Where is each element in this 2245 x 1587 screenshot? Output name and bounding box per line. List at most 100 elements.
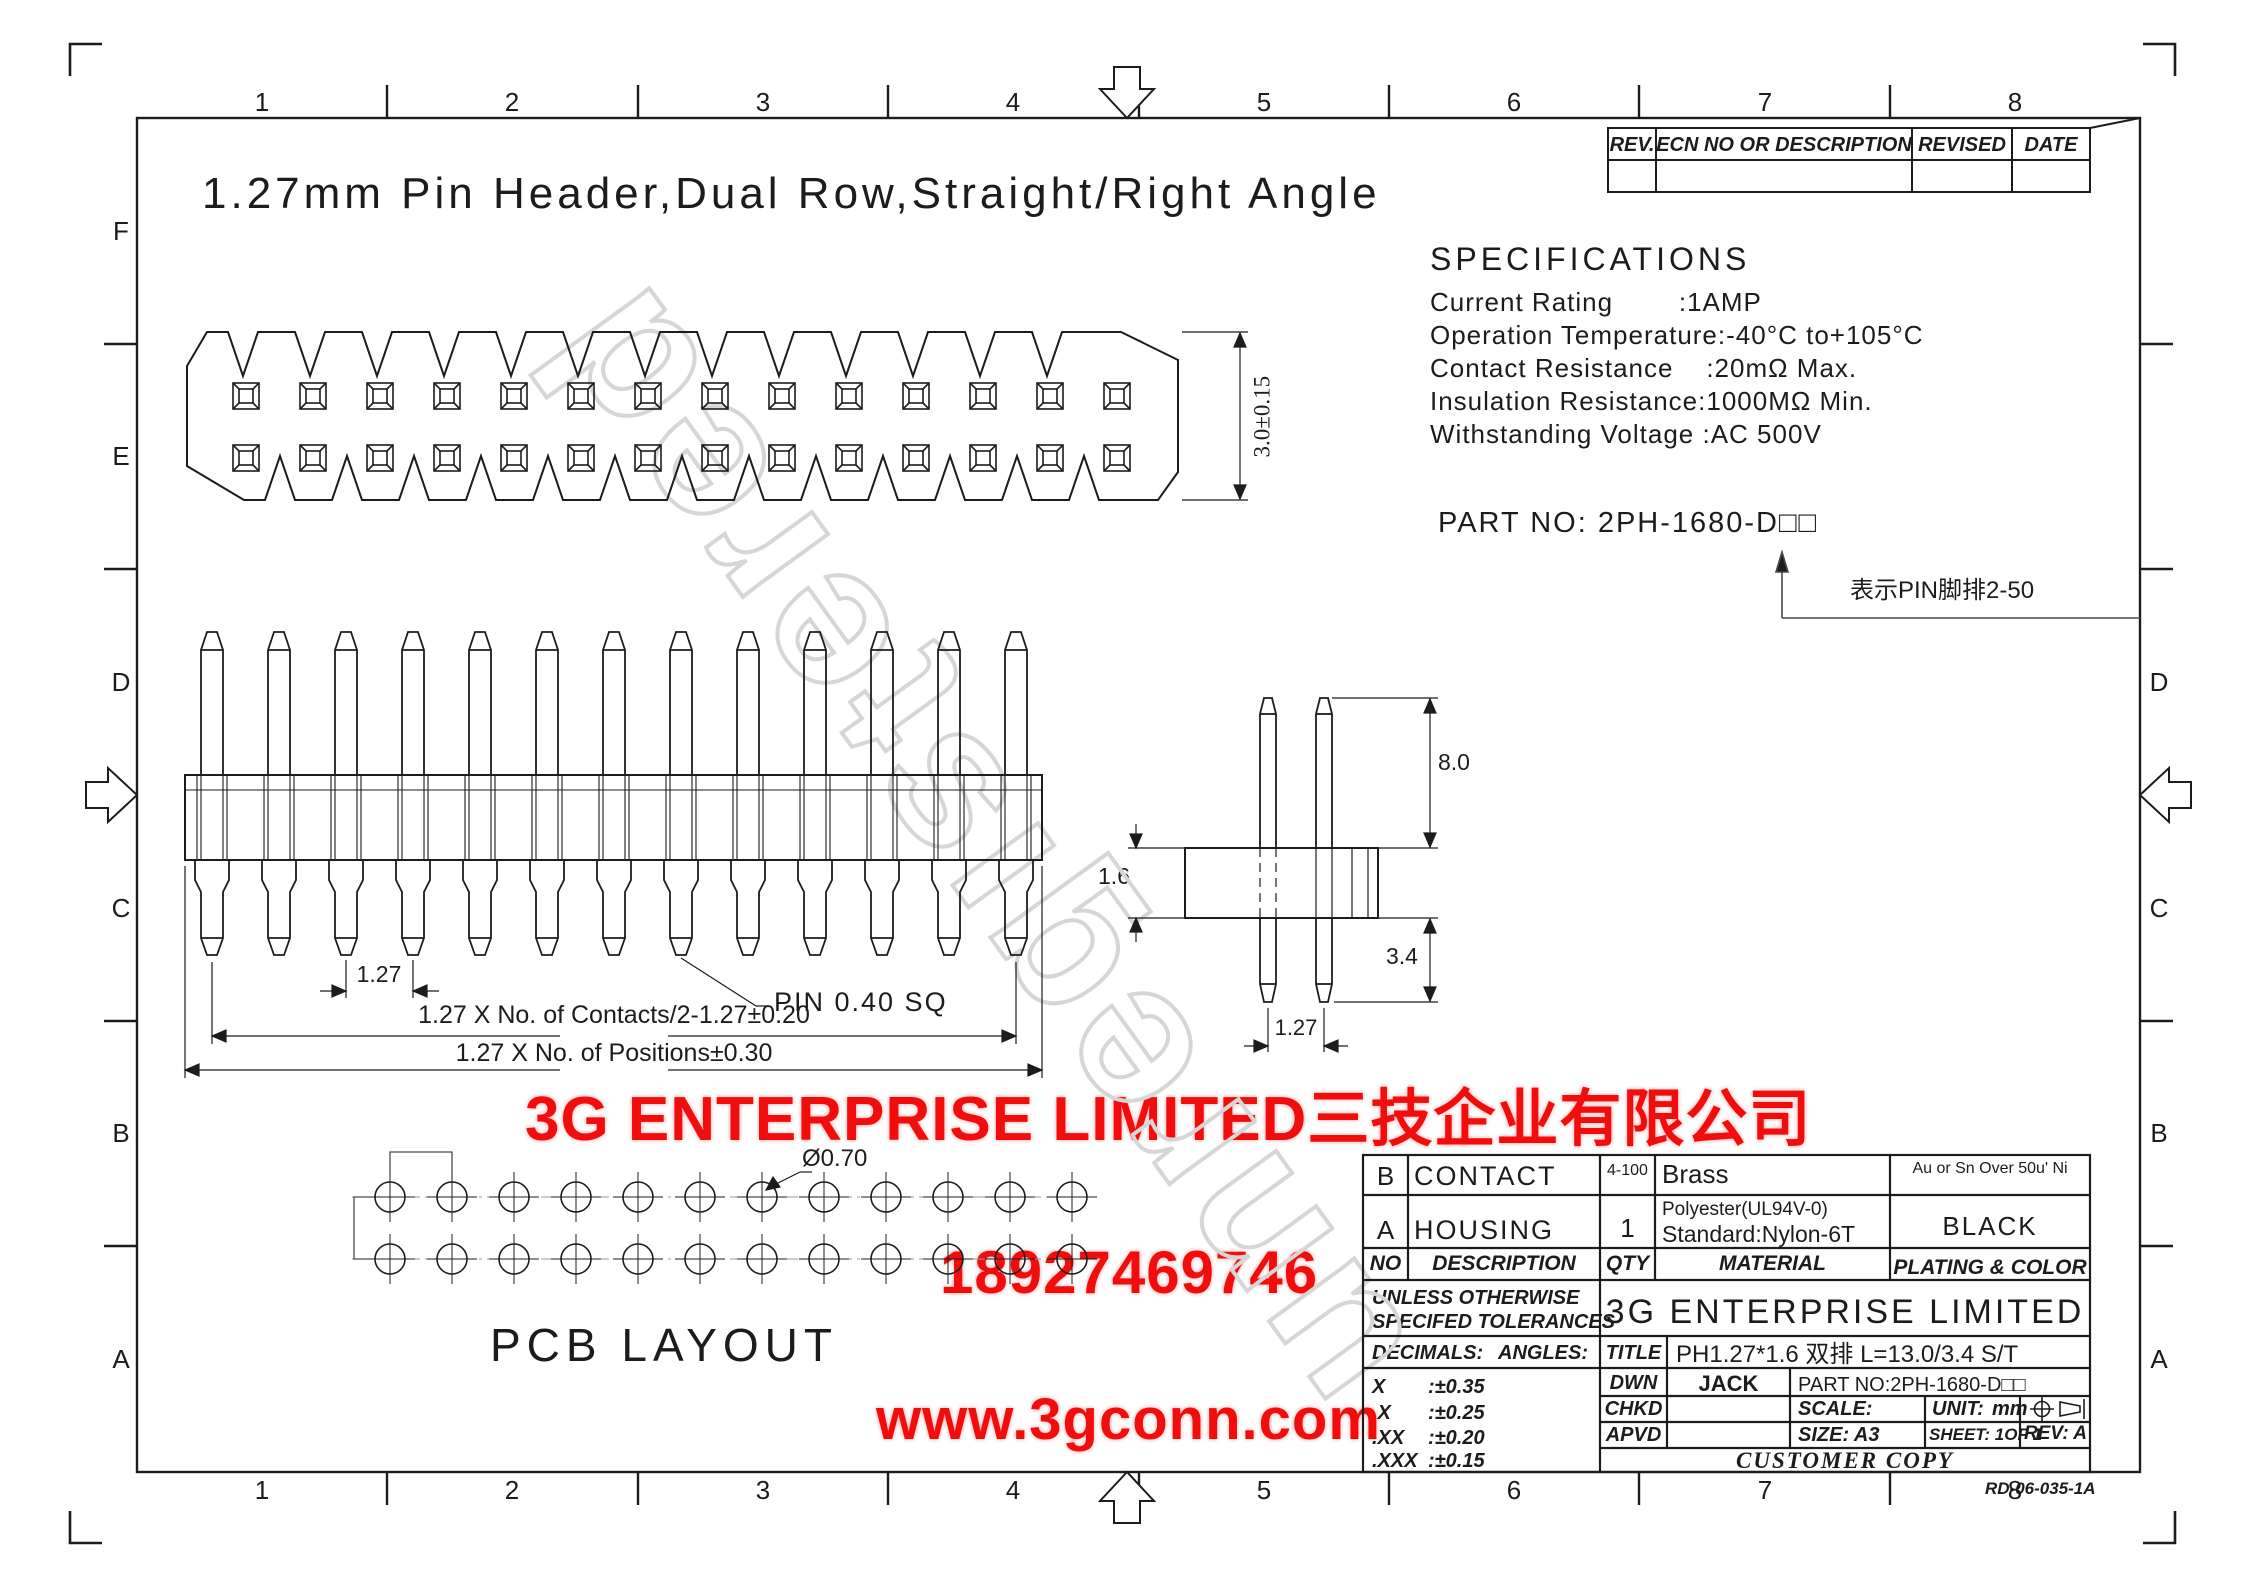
dim-contacts: 1.27 X No. of Contacts/2-1.27±0.20: [418, 1001, 810, 1029]
tb-title-value: PH1.27*1.6 双排 L=13.0/3.4 S/T: [1676, 1341, 2019, 1368]
right-arrow-icon: [85, 765, 139, 825]
tb-tolerance-line-2: SPECIFED TOLERANCES: [1372, 1311, 1615, 1333]
zone-row-right-a: A: [2150, 1344, 2168, 1374]
tb-tol-x2-label: .XX: [1372, 1427, 1405, 1449]
side-pitch-dimension: [1244, 1008, 1348, 1053]
zone-col-bottom-2: 2: [504, 1475, 520, 1505]
latch-slot: [1351, 847, 1369, 919]
tb-bom-header-plating: PLATING & COLOR: [1893, 1256, 2087, 1279]
zone-col-bottom-8: 8: [2007, 1475, 2023, 1505]
tb-unit-label: UNIT:: [1932, 1398, 1984, 1420]
tb-tol-x2-value: :±0.20: [1428, 1427, 1485, 1449]
zone-row-left-d: D: [111, 667, 131, 697]
tb-size-label: SIZE: A3: [1798, 1424, 1880, 1446]
tb-bom-b-desc: CONTACT: [1414, 1161, 1557, 1191]
tb-company-name: 3G ENTERPRISE LIMITED: [1605, 1293, 2085, 1331]
zone-col-bottom-4: 4: [1005, 1475, 1021, 1505]
watermark-website: www.3gconn.com: [876, 1387, 1381, 1452]
watermark-company: 3G ENTERPRISE LIMITED三技企业有限公司: [525, 1085, 1812, 1154]
spec-current-rating: Current Rating :1AMP: [1430, 287, 1762, 317]
tb-dwn-label: DWN: [1609, 1372, 1658, 1394]
zone-col-bottom-5: 5: [1256, 1475, 1272, 1505]
housing-band: [184, 774, 1043, 861]
tb-angles-label: ANGLES:: [1498, 1342, 1588, 1364]
dim-pin-square: PIN 0.40 SQ: [774, 987, 948, 1017]
hole-diameter-leader: [764, 1171, 812, 1191]
dim-body: 1.6: [1098, 863, 1130, 889]
part-no-leader: [1774, 549, 2140, 619]
tb-bom-header-desc: DESCRIPTION: [1432, 1252, 1576, 1275]
dim-pitch-front: 1.27: [356, 961, 402, 987]
front-view: [183, 631, 1044, 1078]
tb-doc-number: RD-06-035-1A: [1985, 1479, 2096, 1498]
tb-scale-label: SCALE:: [1798, 1398, 1873, 1420]
tb-apvd-label: APVD: [1605, 1424, 1662, 1446]
zone-col-bottom-3: 3: [755, 1475, 771, 1505]
pcb-layout-view: [352, 1151, 1098, 1285]
top-view: [186, 331, 1248, 501]
zone-col-top-5: 5: [1256, 87, 1272, 117]
rev-table-header-date: DATE: [2024, 134, 2078, 156]
tb-decimals-label: DECIMALS:: [1372, 1342, 1484, 1364]
part-number: PART NO: 2PH-1680-D□□: [1438, 507, 1819, 539]
tb-bom-a-plating: BLACK: [1942, 1211, 2038, 1241]
zone-row-right-d: D: [2149, 667, 2169, 697]
zone-col-bottom-1: 1: [254, 1475, 270, 1505]
dim-hole-diameter: Ø0.70: [802, 1145, 868, 1172]
tb-tolerance-line-1: UNLESS OTHERWISE: [1372, 1287, 1580, 1309]
pin-sq-leader: [680, 957, 768, 1007]
part-number-note: 表示PIN脚排2-50: [1850, 577, 2035, 604]
top-pins: [200, 631, 1028, 776]
zone-col-bottom-7: 7: [1757, 1475, 1773, 1505]
zone-col-top-6: 6: [1506, 87, 1522, 117]
tb-title-label: TITLE: [1605, 1342, 1662, 1364]
zone-col-top-3: 3: [755, 87, 771, 117]
spec-contact-resistance: Contact Resistance :20mΩ Max.: [1430, 353, 1858, 383]
tb-bom-header-no: NO: [1369, 1252, 1402, 1275]
tb-bom-b-no: B: [1376, 1161, 1395, 1191]
up-arrow-icon: [1097, 1470, 1157, 1524]
body-thickness-dimension: [1128, 824, 1185, 942]
tb-rev-label: REV: A: [2024, 1423, 2087, 1444]
housing-outline: [186, 331, 1179, 501]
zone-col-bottom-6: 6: [1506, 1475, 1522, 1505]
zone-col-top-1: 1: [254, 87, 270, 117]
sheet-frame: [104, 85, 2173, 1505]
tb-bom-header-material: MATERIAL: [1719, 1252, 1826, 1275]
side-view: [1128, 697, 1438, 1053]
tb-tol-x3-value: :±0.15: [1428, 1450, 1485, 1472]
tb-chkd-label: CHKD: [1604, 1398, 1663, 1420]
specifications-heading: SPECIFICATIONS: [1430, 241, 1751, 277]
spec-withstanding-voltage: Withstanding Voltage :AC 500V: [1430, 419, 1822, 449]
tail-dimension: [1332, 697, 1438, 849]
tb-bom-b-plating: Au or Sn Over 50u' Ni: [1912, 1160, 2068, 1177]
height-dimension: [1182, 331, 1248, 501]
tb-unit-value: mm: [1992, 1398, 2028, 1420]
tb-part-no-value: PART NO:2PH-1680-D□□: [1798, 1374, 2026, 1396]
tb-customer-copy: CUSTOMER COPY: [1736, 1448, 1954, 1473]
zone-row-left-a: A: [112, 1344, 130, 1374]
tb-tol-x-label: X: [1372, 1376, 1386, 1398]
zone-row-left-e: E: [112, 441, 130, 471]
revision-table-grid: [1607, 117, 2141, 193]
zone-row-left-c: C: [111, 893, 131, 923]
pitch-dimension: [320, 960, 439, 998]
tb-tol-x1-label: .X: [1372, 1402, 1391, 1424]
contact-squares-row-1: [232, 382, 1131, 410]
tb-dwn-value: JACK: [1698, 1371, 1759, 1396]
left-arrow-icon: [2138, 765, 2192, 825]
spec-insulation-resistance: Insulation Resistance:1000MΩ Min.: [1430, 386, 1873, 416]
zone-col-top-4: 4: [1005, 87, 1021, 117]
spec-operation-temper: Operation Temperature:-40°C to+105°C: [1430, 320, 1924, 350]
down-arrow-icon: [1097, 66, 1157, 120]
tb-bom-a-qty: 1: [1620, 1213, 1635, 1243]
tb-bom-b-material: Brass: [1662, 1159, 1729, 1189]
tb-tol-x3-label: .XXX: [1372, 1450, 1418, 1472]
pcb-pitch-brackets: [353, 1151, 453, 1260]
corner-bracket-marks: [68, 42, 2177, 1545]
title-block-grid: [1361, 1153, 2092, 1474]
side-housing: [1184, 847, 1379, 919]
band-slot-lines: [196, 774, 1032, 861]
rev-table-header-rev: REV.: [1609, 134, 1655, 156]
